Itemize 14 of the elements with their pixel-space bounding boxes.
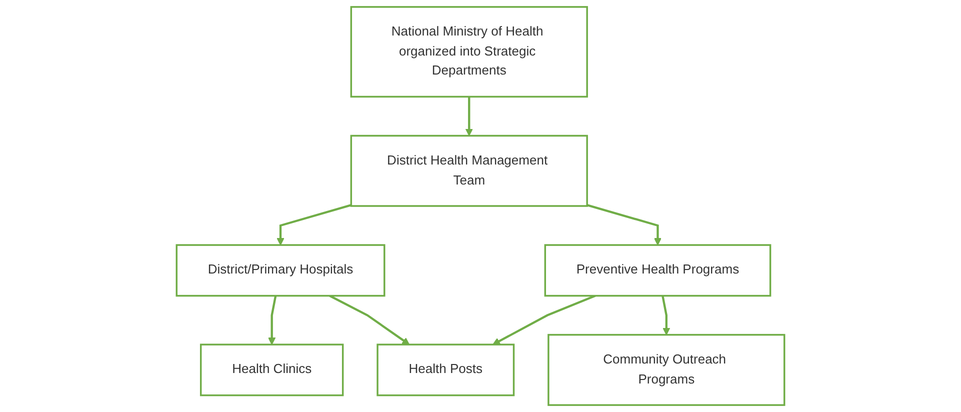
arrow (586, 204, 662, 246)
node-box: Health Posts (376, 344, 515, 396)
node-box: District/Primary Hospitals (176, 244, 386, 297)
arrow (268, 296, 277, 345)
node-box: Health Clinics (200, 344, 344, 396)
node-box: District Health Management Team (350, 134, 588, 207)
arrow (465, 96, 473, 136)
arrow (492, 294, 596, 345)
node-box: National Ministry of Health organized into Strategic Departments (350, 6, 588, 98)
arrow (662, 296, 670, 336)
node-box: Community Outreach Programs (548, 334, 786, 406)
node-box: Preventive Health Programs (544, 244, 772, 297)
arrow (329, 294, 410, 345)
arrow (276, 204, 352, 246)
